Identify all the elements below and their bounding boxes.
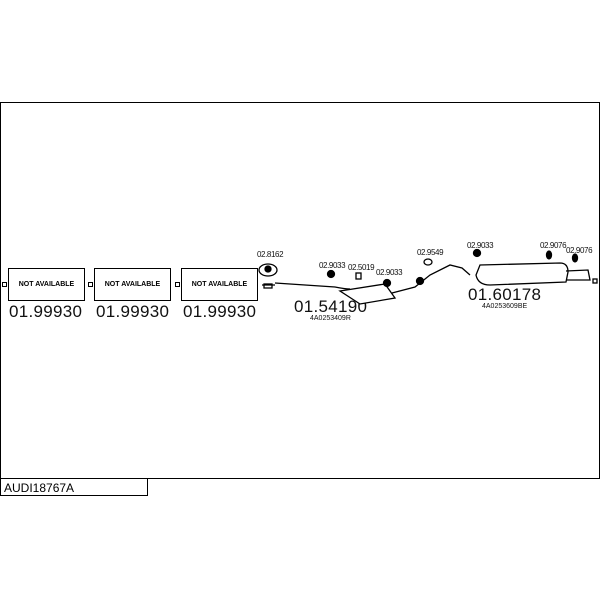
rear-silencer [475, 262, 569, 286]
part-number: 01.99930 [96, 302, 170, 321]
part-number: 01.54190 [294, 297, 368, 316]
rubber-mount-icon [472, 248, 482, 258]
accessory-number: 02.9033 [376, 268, 403, 277]
tailpipe [565, 269, 591, 281]
accessory-number: 02.9076 [566, 246, 593, 255]
accessory-number: 02.5019 [348, 263, 375, 272]
label: NOT AVAILABLE [104, 281, 161, 288]
connector-icon [2, 282, 7, 287]
connector-icon [175, 282, 180, 287]
accessory-number: 02.9033 [467, 241, 494, 250]
label: NOT AVAILABLE [18, 281, 75, 288]
rubber-mount-icon [382, 278, 392, 288]
ring-icon [423, 258, 433, 266]
part-number: 01.60178 [468, 285, 542, 304]
not-available-box: NOT AVAILABLE [8, 268, 85, 301]
connector-icon [88, 282, 93, 287]
accessory-number: 02.9033 [319, 261, 346, 270]
accessory-number: 02.9549 [417, 248, 444, 257]
rubber-mount-icon [571, 253, 579, 263]
middle-pipe [391, 264, 471, 294]
front-pipe [262, 282, 351, 290]
connector-icon [592, 278, 598, 284]
oe-number: 4A0253609BE [482, 303, 528, 310]
rubber-mount-icon [545, 250, 553, 260]
part-number: 01.99930 [183, 302, 257, 321]
bracket-icon [355, 272, 362, 280]
accessory-number: 02.8162 [257, 250, 284, 259]
oe-number: 4A0253409R [310, 315, 351, 322]
not-available-box: NOT AVAILABLE [94, 268, 171, 301]
rubber-mount-icon [326, 269, 336, 279]
accessory-number: 02.9076 [540, 241, 567, 250]
diagram-title: AUDI18767A [0, 478, 148, 496]
clamp-icon [415, 276, 425, 286]
clamp-icon [258, 263, 278, 277]
middle-silencer [338, 283, 397, 305]
not-available-box: NOT AVAILABLE [181, 268, 258, 301]
connector-icon [263, 283, 273, 289]
label: NOT AVAILABLE [191, 281, 248, 288]
part-number: 01.99930 [9, 302, 83, 321]
